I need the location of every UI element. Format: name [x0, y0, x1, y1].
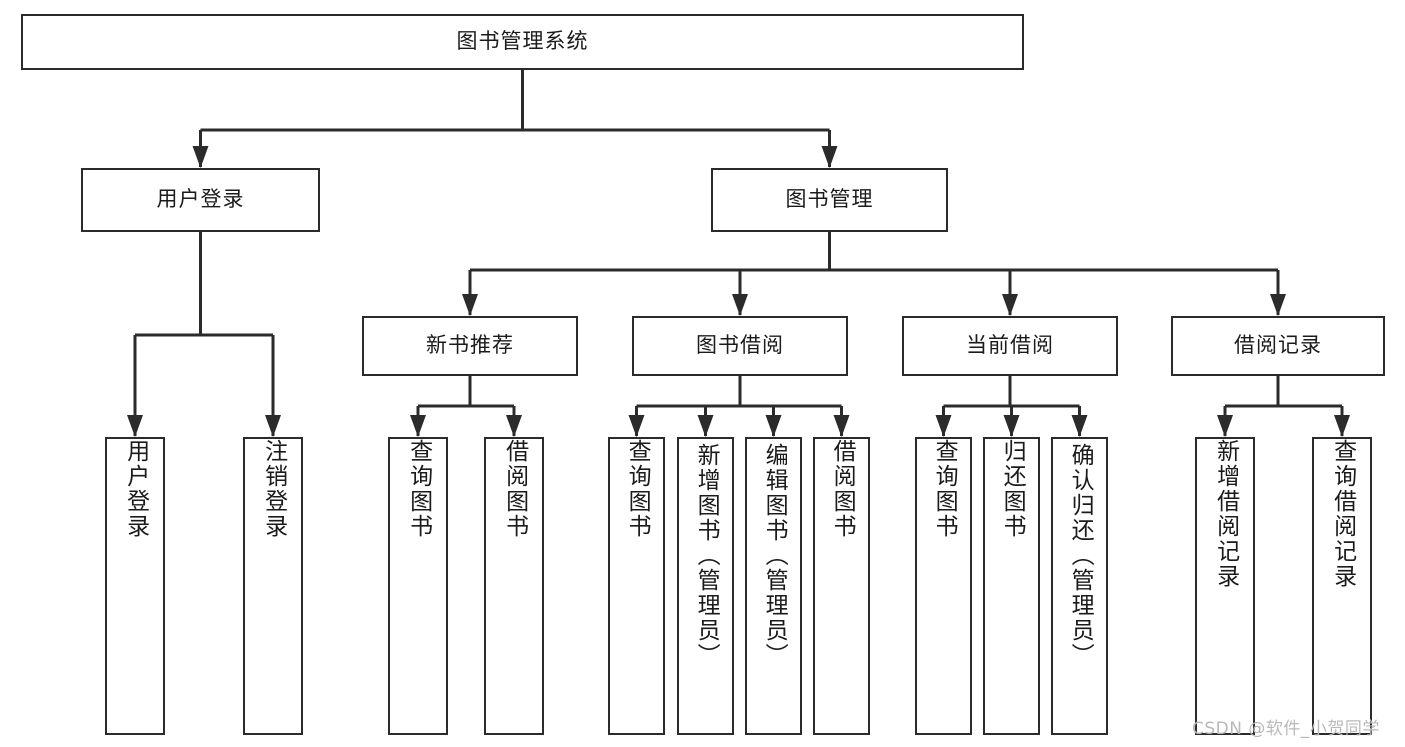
node-label: 借阅图书 [501, 439, 528, 539]
arrow-head-icon [1217, 415, 1233, 437]
node-leaf-logout: 注销登录 [243, 437, 303, 735]
node-leaf-add-record: 新增借阅记录 [1195, 437, 1255, 735]
node-root: 图书管理系统 [21, 14, 1024, 70]
node-label: 借阅记录 [1234, 333, 1322, 358]
node-new-book-rec: 新书推荐 [362, 316, 578, 376]
node-label: 图书借阅 [696, 333, 784, 358]
node-label: 图书管理 [785, 187, 874, 212]
node-borrow-record: 借阅记录 [1171, 316, 1385, 376]
node-label: 当前借阅 [966, 333, 1054, 358]
arrow-head-icon [732, 294, 748, 316]
node-label: 查询图书 [405, 439, 432, 539]
arrow-head-icon [1334, 415, 1350, 437]
node-leaf-user-login: 用户登录 [105, 437, 165, 735]
arrow-head-icon [265, 415, 281, 437]
node-label: 新增图书（管理员） [693, 443, 720, 668]
node-leaf-borrow-book-1: 借阅图书 [484, 437, 544, 735]
node-leaf-edit-book: 编辑图书（管理员） [745, 437, 802, 735]
node-label: 查询图书 [624, 439, 651, 539]
node-label: 归还图书 [999, 439, 1026, 539]
node-book-borrow: 图书借阅 [632, 316, 848, 376]
arrow-head-icon [1003, 415, 1020, 437]
node-label: 编辑图书（管理员） [761, 443, 788, 668]
node-label: 新增借阅记录 [1212, 439, 1239, 589]
arrow-head-icon [127, 415, 143, 437]
node-leaf-query-book-2: 查询图书 [608, 437, 665, 735]
arrow-head-icon [1002, 294, 1018, 316]
node-leaf-add-book: 新增图书（管理员） [677, 437, 734, 735]
arrow-head-icon [765, 415, 782, 437]
arrow-head-icon [833, 415, 850, 437]
arrow-head-icon [462, 294, 478, 316]
node-leaf-borrow-book-2: 借阅图书 [813, 437, 870, 735]
node-label: 注销登录 [260, 439, 287, 539]
arrow-head-icon [192, 146, 209, 168]
node-label: 图书管理系统 [456, 29, 589, 54]
arrow-head-icon [821, 146, 838, 168]
arrow-head-icon [506, 415, 522, 437]
node-leaf-query-book-3: 查询图书 [915, 437, 972, 735]
node-book-manage: 图书管理 [711, 168, 948, 232]
arrow-head-icon [697, 415, 714, 437]
node-label: 借阅图书 [829, 439, 856, 539]
node-label: 用户登录 [156, 187, 245, 212]
arrow-head-icon [628, 415, 645, 437]
node-label: 查询图书 [931, 439, 958, 539]
node-leaf-query-book-1: 查询图书 [388, 437, 448, 735]
node-leaf-query-record: 查询借阅记录 [1312, 437, 1372, 735]
arrow-head-icon [1071, 415, 1088, 437]
node-leaf-return-book: 归还图书 [983, 437, 1040, 735]
node-label: 新书推荐 [426, 333, 514, 358]
node-label: 确认归还（管理员） [1067, 443, 1094, 668]
node-label: 用户登录 [122, 439, 149, 539]
arrow-head-icon [935, 415, 952, 437]
node-current-borrow: 当前借阅 [902, 316, 1118, 376]
arrow-head-icon [410, 415, 426, 437]
arrow-head-icon [1270, 294, 1286, 316]
node-label: 查询借阅记录 [1329, 439, 1356, 589]
node-user-login: 用户登录 [81, 168, 320, 232]
csdn-watermark: CSDN @软件_小贺同学 [1192, 719, 1380, 739]
node-leaf-confirm-return: 确认归还（管理员） [1051, 437, 1108, 735]
